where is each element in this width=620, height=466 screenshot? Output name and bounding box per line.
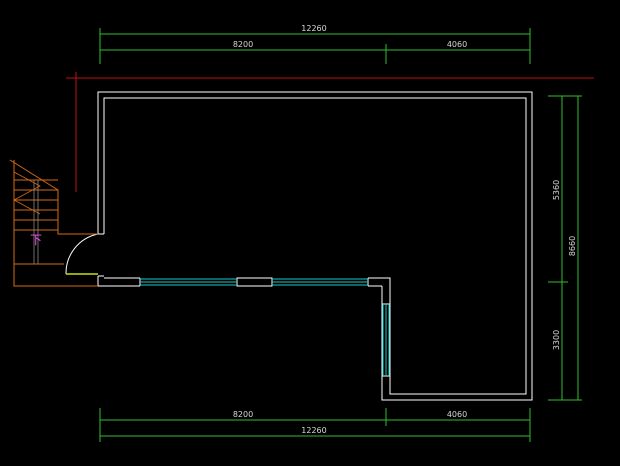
- dim-right-lower: 3300: [552, 330, 561, 350]
- dim-bottom-left: 8200: [233, 410, 253, 419]
- right-dimension-chain: [548, 95, 582, 401]
- stair-outline-top: [9, 159, 98, 235]
- bottom-dimension-chain: [99, 408, 531, 442]
- dim-bottom-right: 4060: [447, 410, 467, 419]
- window-vertical: [382, 304, 390, 376]
- dim-top-left: 8200: [233, 40, 253, 49]
- dim-top-total: 12260: [301, 24, 326, 33]
- dim-top-right: 4060: [447, 40, 467, 49]
- door: [65, 233, 99, 275]
- top-dimension-chain: [99, 28, 531, 64]
- door-swing-arc: [65, 233, 99, 275]
- dim-right-total: 8660: [568, 236, 577, 256]
- dim-right-upper: 5360: [552, 180, 561, 200]
- stair-label: 下: [30, 233, 42, 247]
- walls: [97, 91, 533, 401]
- window-bottom-middle: [272, 278, 368, 286]
- axis-lines: [66, 72, 594, 192]
- stair-outline-side: [13, 160, 98, 287]
- window-bottom-left: [140, 278, 237, 286]
- windows: [140, 278, 390, 376]
- dim-bottom-total: 12260: [301, 426, 326, 435]
- stair: [9, 159, 98, 287]
